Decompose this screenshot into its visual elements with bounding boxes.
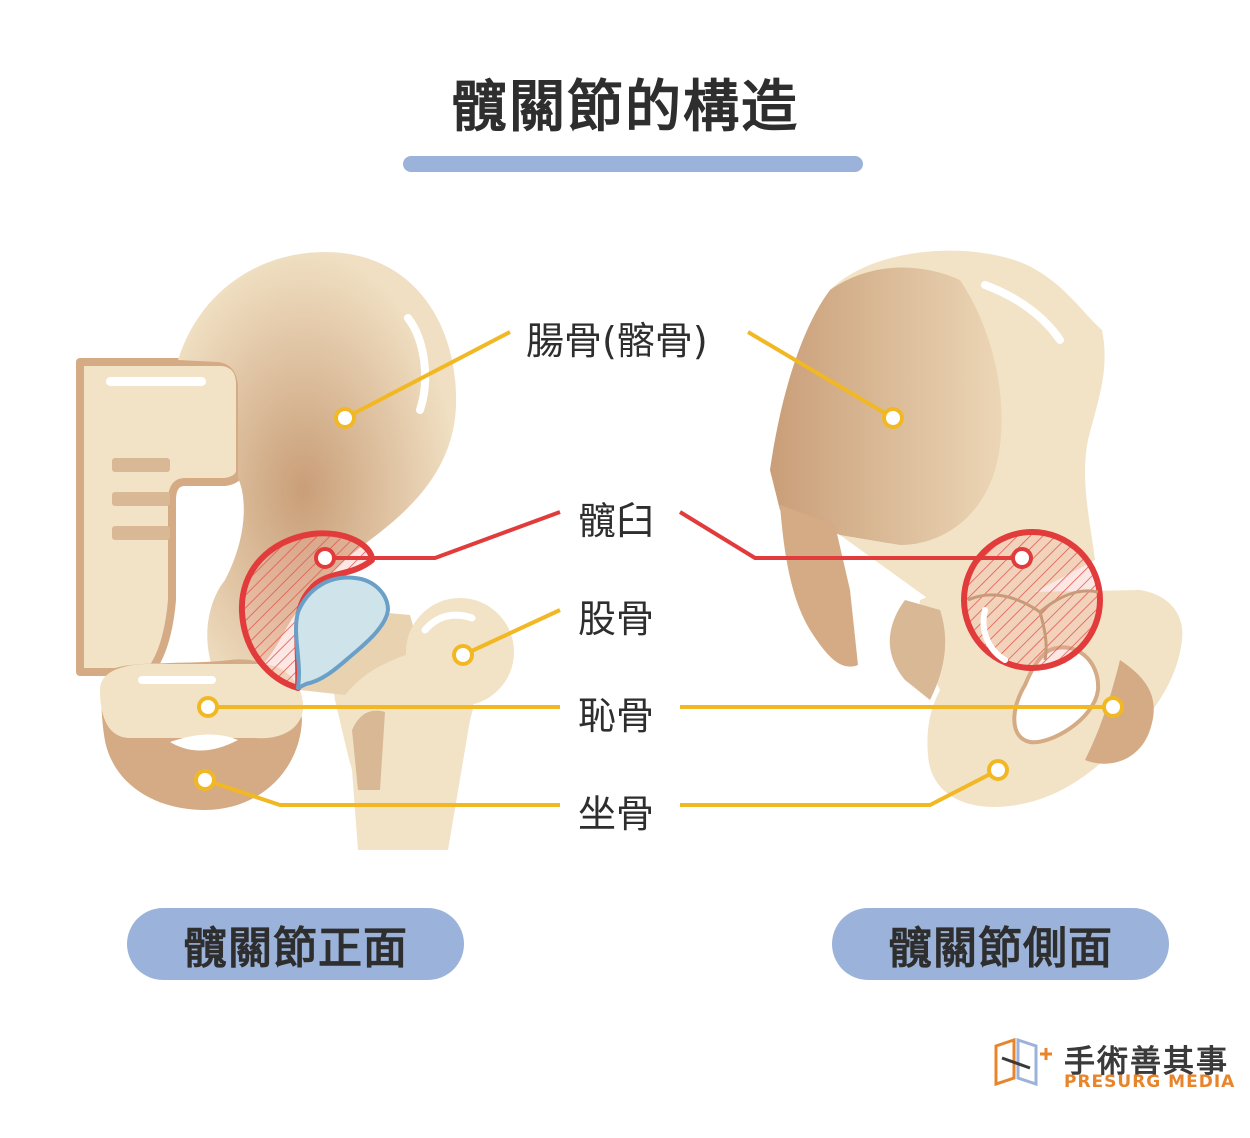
label-acetabulum: 髖臼 — [578, 499, 655, 543]
dot-ischium-front — [194, 769, 216, 791]
label-ilium: 腸骨(髂骨) — [526, 319, 708, 363]
front-cartilage — [294, 575, 390, 690]
side-acetabulum-outline — [961, 529, 1103, 671]
brand-name-cn: 手術善其事 — [1064, 1044, 1229, 1080]
leader-ilium-left — [344, 330, 511, 420]
front-view-pill: 髖關節正面 — [127, 908, 464, 980]
leader-dots — [194, 407, 1124, 791]
leader-acetabulum-right — [678, 510, 1022, 560]
leader-ischium-right — [680, 768, 999, 807]
brand-name-en: PRESURG MEDIA — [1064, 1072, 1236, 1092]
side-ischial-spine — [780, 505, 858, 667]
front-view-illustration — [76, 252, 514, 850]
dot-ischium-side — [987, 759, 1009, 781]
dot-acetabulum-front — [314, 547, 336, 569]
leader-femur — [462, 608, 561, 657]
leader-ischium-left — [204, 778, 560, 807]
brand-logo-icon — [994, 1037, 1052, 1087]
dot-ilium-side — [882, 407, 904, 429]
dot-acetabulum-side — [1011, 547, 1033, 569]
label-femur: 股骨 — [578, 597, 655, 641]
label-pubis: 恥骨 — [578, 694, 655, 738]
dot-pubis-front — [197, 696, 219, 718]
leader-lines — [204, 330, 1113, 807]
dot-ilium-front — [334, 407, 356, 429]
side-obturator-foramen — [1012, 645, 1101, 745]
leader-acetabulum-left — [325, 510, 561, 560]
dot-pubis-side — [1102, 696, 1124, 718]
title-underline — [403, 156, 863, 172]
dot-femur — [452, 644, 474, 666]
leader-ilium-right — [746, 330, 895, 420]
side-view-illustration — [770, 250, 1183, 807]
page-title: 髖關節的構造 — [451, 75, 799, 140]
label-ischium: 坐骨 — [578, 792, 655, 836]
side-view-pill: 髖關節側面 — [832, 908, 1169, 980]
